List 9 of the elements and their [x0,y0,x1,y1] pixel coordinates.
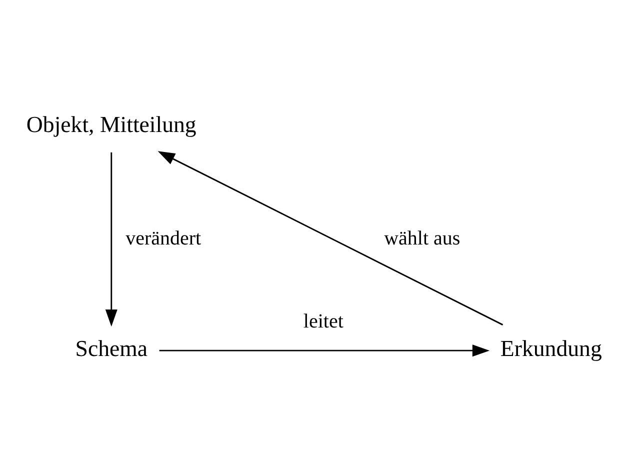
arrow [105,152,118,326]
node-text: Schema [75,336,148,361]
node-text: Objekt, Mitteilung [26,111,196,136]
arrow [158,150,504,325]
edge-label: verändert [126,226,202,249]
edge-label: leitet [303,310,344,332]
edge-label: wählt aus [384,226,460,249]
node-text: Erkundung [500,336,602,361]
arrow [159,344,490,356]
